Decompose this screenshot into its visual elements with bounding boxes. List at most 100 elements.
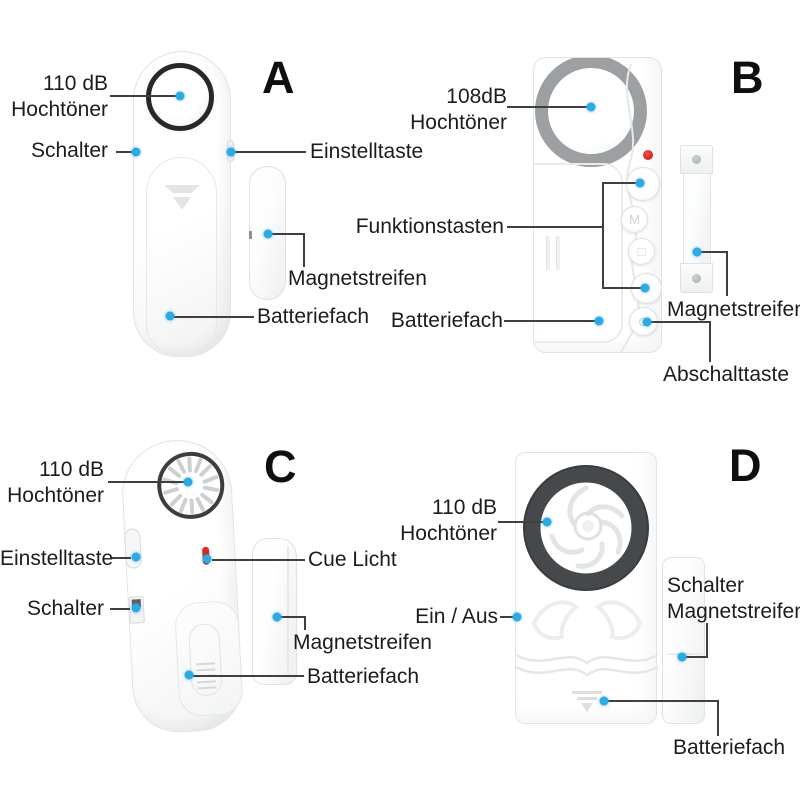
label-b-abschalttaste: Abschalttaste bbox=[663, 363, 790, 386]
dot-speaker-a bbox=[175, 91, 185, 101]
device-b-body: M □ ⊙ bbox=[533, 57, 662, 353]
annotation-line bbox=[706, 623, 708, 658]
grip-emboss bbox=[546, 236, 550, 270]
annotation-line bbox=[602, 182, 639, 184]
magnet-notch bbox=[249, 231, 252, 239]
screw-hole-icon bbox=[692, 155, 701, 164]
annotation-line bbox=[304, 616, 306, 630]
label-d-batteriefach: Batteriefach bbox=[673, 736, 786, 759]
grip-emboss bbox=[556, 236, 560, 270]
device-b-magnet-top-tab bbox=[680, 145, 713, 174]
dot-magnet-c bbox=[272, 612, 282, 622]
dot-magnet-b bbox=[692, 247, 702, 257]
chevron-emboss-icon bbox=[581, 703, 593, 712]
label-c-db: 110 dB bbox=[39, 458, 104, 481]
annotation-line bbox=[272, 233, 304, 235]
dot-button1-b bbox=[635, 178, 645, 188]
label-a-einstelltaste: Einstelltaste bbox=[310, 140, 424, 163]
dot-battery-b bbox=[594, 316, 604, 326]
dot-cue-light-c bbox=[202, 554, 212, 564]
annotation-line bbox=[500, 616, 514, 618]
chevron-emboss-icon bbox=[577, 697, 597, 700]
label-b-batteriefach: Batteriefach bbox=[390, 309, 503, 332]
annotation-line bbox=[504, 320, 596, 322]
device-d-emboss bbox=[516, 585, 658, 685]
label-d-db: 110 dB bbox=[432, 496, 497, 519]
dot-battery-d bbox=[599, 696, 609, 706]
grille-line bbox=[197, 686, 217, 690]
label-b-db: 108dB bbox=[446, 85, 507, 108]
device-a-body bbox=[133, 51, 234, 357]
annotation-line bbox=[498, 521, 544, 523]
annotation-line bbox=[507, 106, 588, 108]
annotation-line bbox=[602, 287, 644, 289]
device-b-button-stop: □ bbox=[628, 238, 655, 265]
chevron-emboss-icon bbox=[164, 185, 200, 193]
annotation-line bbox=[110, 608, 130, 610]
battery-latch-oval bbox=[188, 623, 223, 697]
annotation-line bbox=[726, 251, 728, 296]
annotation-line bbox=[717, 700, 719, 736]
dot-power-button-b bbox=[642, 317, 652, 327]
device-d-letter: D bbox=[729, 440, 762, 491]
device-c-magnet-strip bbox=[252, 538, 297, 685]
dot-speaker-d bbox=[542, 517, 552, 527]
label-a-tweeter-word: Hochtöner bbox=[11, 98, 108, 121]
grille-line bbox=[197, 680, 217, 684]
label-d-tweeter: 110 dB Hochtöner bbox=[390, 495, 497, 547]
label-c-tweeter-word: Hochtöner bbox=[7, 484, 104, 507]
dot-button4-b bbox=[640, 283, 650, 293]
chevron-emboss-icon bbox=[572, 691, 602, 694]
annotation-line bbox=[686, 656, 707, 658]
speaker-d-icon bbox=[522, 464, 650, 592]
label-c-cue-licht: Cue Licht bbox=[308, 548, 397, 571]
annotation-line bbox=[235, 151, 306, 153]
annotation-line bbox=[212, 559, 305, 561]
label-c-einstelltaste: Einstelltaste bbox=[0, 547, 114, 570]
label-a-tweeter: 110 dB Hochtöner bbox=[0, 71, 108, 123]
annotation-line bbox=[112, 557, 131, 559]
annotation-line bbox=[116, 151, 132, 153]
dot-speaker-c bbox=[183, 477, 193, 487]
label-c-tweeter: 110 dB Hochtöner bbox=[0, 457, 104, 509]
dot-magnet-a bbox=[263, 229, 273, 239]
device-a-letter: A bbox=[262, 52, 295, 103]
dot-ein-aus-d bbox=[512, 612, 522, 622]
dot-battery-a bbox=[165, 311, 175, 321]
label-d-magnetstreifen: Magnetstreifen bbox=[667, 600, 800, 623]
label-d-tweeter-word: Hochtöner bbox=[400, 522, 497, 545]
annotation-line bbox=[110, 95, 177, 97]
device-c-letter: C bbox=[264, 441, 297, 492]
label-b-tweeter: 108dB Hochtöner bbox=[380, 84, 507, 136]
label-c-schalter: Schalter bbox=[26, 597, 104, 620]
screw-hole-icon bbox=[692, 274, 701, 283]
label-d-ein-aus: Ein / Aus bbox=[415, 605, 498, 628]
device-b-led bbox=[643, 150, 653, 160]
dot-magnet-d bbox=[677, 652, 687, 662]
dot-einstelltaste-a bbox=[226, 147, 236, 157]
label-a-batteriefach: Batteriefach bbox=[257, 305, 370, 328]
device-c-battery-cover bbox=[173, 600, 244, 718]
annotation-line bbox=[507, 226, 602, 228]
label-c-magnetstreifen: Magnetstreifen bbox=[293, 631, 432, 654]
device-b-magnet-bottom-tab bbox=[680, 263, 713, 293]
label-b-tweeter-word: Hochtöner bbox=[410, 111, 507, 134]
annotation-line bbox=[174, 316, 254, 318]
device-a-battery-cover bbox=[146, 157, 217, 354]
annotation-line bbox=[709, 321, 711, 362]
device-d-body bbox=[515, 452, 658, 724]
dot-schalter-c bbox=[131, 603, 141, 613]
device-b-letter: B bbox=[731, 52, 764, 103]
device-c-einstelltaste-button bbox=[123, 528, 143, 569]
dot-battery-c bbox=[184, 670, 194, 680]
label-c-batteriefach: Batteriefach bbox=[307, 665, 420, 688]
magnet-crease bbox=[287, 547, 289, 677]
chevron-emboss-icon bbox=[173, 197, 191, 210]
label-d-schalter-magnet: Schalter Magnetstreifen bbox=[667, 573, 800, 625]
annotation-line bbox=[602, 182, 604, 289]
annotation-line bbox=[608, 700, 718, 702]
annotation-line bbox=[108, 481, 185, 483]
label-b-magnetstreifen: Magnetstreifen bbox=[667, 298, 800, 321]
dot-speaker-b bbox=[586, 102, 596, 112]
annotation-line bbox=[701, 251, 727, 253]
